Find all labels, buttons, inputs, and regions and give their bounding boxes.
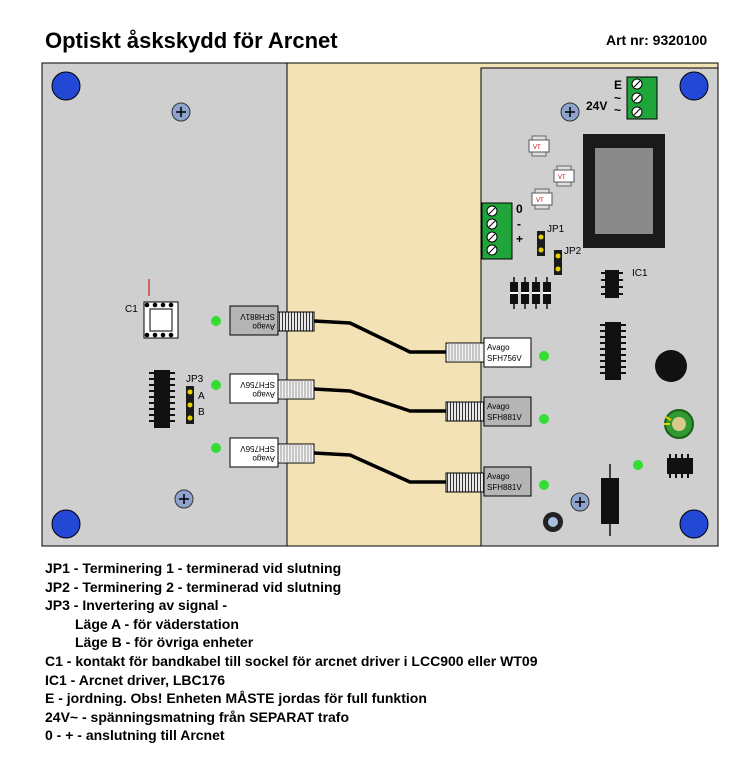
optical-module-right-bot: Avago SFH881V (445, 466, 532, 497)
vt-component: VT (528, 135, 550, 157)
chip-right (600, 322, 626, 380)
capacitor (655, 350, 687, 382)
led-green (211, 316, 221, 326)
screw-icon (174, 489, 194, 509)
toroid-inductor (664, 409, 694, 439)
chip-left (149, 370, 175, 428)
transformer (583, 134, 665, 248)
module-part: SFH756V (240, 380, 275, 389)
legend-line: JP3 - Invertering av signal - (45, 597, 228, 614)
term-e-label: E (614, 78, 622, 92)
jp2-jumper (554, 250, 562, 275)
legend-line: 0 - + - anslutning till Arcnet (45, 727, 225, 744)
jp3-label: JP3 (186, 374, 204, 385)
led-green (539, 480, 549, 490)
optical-module-left-mid: Avago SFH756V (229, 373, 315, 404)
jp1-label: JP1 (547, 224, 565, 235)
term-tilde-label: ~ (614, 91, 621, 105)
article-number: Art nr: 9320100 (606, 32, 708, 48)
buzzer (543, 512, 563, 532)
legend-line: IC1 - Arcnet driver, LBC176 (45, 671, 225, 688)
diode-array (510, 277, 551, 309)
module-part: SFH881V (487, 483, 522, 492)
arcnet-terminal-block (481, 202, 513, 260)
optical-module-right-top: Avago SFH756V (445, 337, 532, 368)
screw-icon (570, 492, 590, 512)
vt-label: VT (558, 175, 566, 181)
power-terminal-block (626, 76, 658, 120)
page-title: Optiskt åskskydd för Arcnet (45, 28, 338, 53)
mount-hole (51, 509, 81, 539)
fiber-cable (313, 451, 446, 484)
screw-icon (560, 102, 580, 122)
term-plus-label: + (516, 232, 523, 246)
vt-label: VT (533, 145, 541, 151)
vt-component: VT (553, 165, 575, 187)
legend-line: JP1 - Terminering 1 - terminerad vid slu… (45, 560, 342, 576)
fiber-cable (313, 319, 446, 354)
c1-label: C1 (125, 304, 138, 315)
term-minus-label: - (517, 217, 521, 231)
led-green (211, 443, 221, 453)
led-green (539, 351, 549, 361)
mount-hole (679, 71, 709, 101)
mount-hole (51, 71, 81, 101)
legend-line: C1 - kontakt för bandkabel till sockel f… (45, 652, 538, 669)
optical-module-left-bot: Avago SFH756V (229, 437, 315, 468)
module-part: SFH756V (487, 354, 522, 363)
mount-hole (679, 509, 709, 539)
led-green (539, 414, 549, 424)
jp3-jumper (186, 386, 194, 424)
jp1-jumper (537, 231, 545, 256)
jp2-label: JP2 (564, 246, 582, 257)
rectifier-diode (601, 464, 619, 536)
module-brand: Avago (252, 390, 275, 399)
legend-line: Läge A - för väderstation (75, 615, 239, 632)
legend: JP1 - Terminering 1 - terminerad vid slu… (45, 559, 537, 745)
led-green (211, 380, 221, 390)
ic1-chip (601, 270, 623, 298)
jp3-a-label: A (198, 391, 205, 402)
fiber-cable (313, 387, 446, 413)
legend-line: 24V~ - spänningsmatning från SEPARAT tra… (45, 708, 350, 725)
legend-line: JP2 - Terminering 2 - terminerad vid slu… (45, 578, 342, 595)
legend-line: Läge B - för övriga enheter (75, 634, 254, 651)
module-part: SFH881V (240, 312, 275, 321)
term-tilde-label: ~ (614, 103, 621, 117)
module-brand: Avago (487, 402, 510, 411)
c1-socket (143, 301, 179, 339)
module-brand: Avago (252, 454, 275, 463)
term-0-label: 0 (516, 202, 523, 216)
module-brand: Avago (487, 472, 510, 481)
vt-component: VT (531, 188, 553, 210)
vt-label: VT (536, 198, 544, 204)
chip-small (667, 454, 693, 478)
module-brand: Avago (252, 322, 275, 331)
term-24v-label: 24V (586, 99, 607, 113)
module-part: SFH881V (487, 413, 522, 422)
module-part: SFH756V (240, 444, 275, 453)
jp3-b-label: B (198, 407, 205, 418)
legend-line: E - jordning. Obs! Enheten MÅSTE jordas … (45, 690, 427, 707)
module-brand: Avago (487, 343, 510, 352)
optical-module-left-top: Avago SFH881V (229, 305, 315, 336)
ic1-label: IC1 (632, 268, 648, 279)
led-green (633, 460, 643, 470)
optical-module-right-mid: Avago SFH881V (445, 396, 532, 427)
screw-icon (171, 102, 191, 122)
